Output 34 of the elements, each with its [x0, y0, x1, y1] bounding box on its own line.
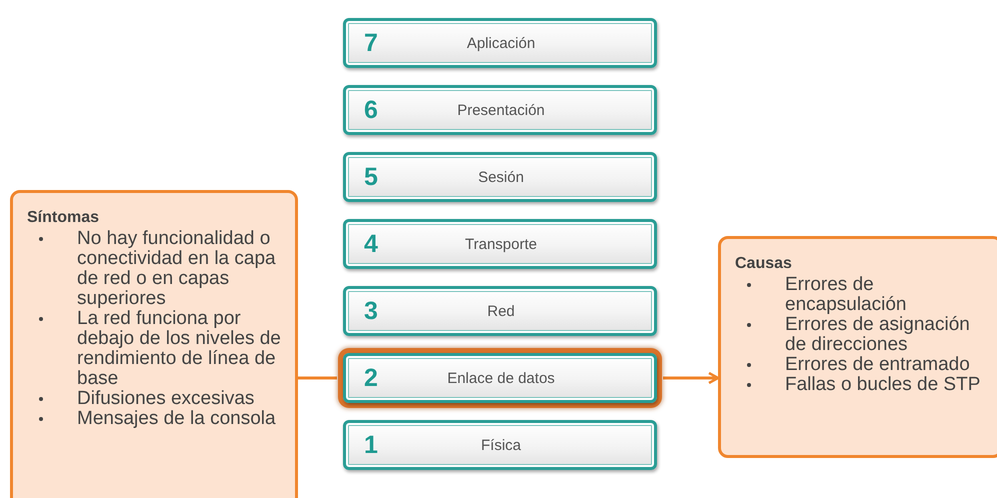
layer-name: Transporte [464, 236, 538, 252]
layer-name: Presentación [456, 102, 546, 118]
bullet-item: Errores de encapsulación [785, 274, 906, 315]
info-panel [10, 190, 298, 498]
bullet-item: Errores de asignación de direcciones [785, 314, 970, 355]
layer-name: Aplicación [466, 34, 536, 52]
layer-number: 4 [363, 230, 379, 258]
bullet-item: Difusiones excesivas [77, 388, 254, 409]
osi-layer-box [343, 286, 657, 336]
bullet-item: Errores de entramado [785, 354, 970, 375]
arrow [663, 372, 720, 384]
layer-name: Enlace de datos [446, 370, 556, 386]
layer-name: Física [480, 436, 522, 454]
layer-number: 1 [363, 430, 379, 460]
osi-layer-box [343, 219, 657, 269]
layer-number: 3 [363, 296, 379, 326]
layer-number: 5 [363, 162, 379, 192]
osi-layer-box [343, 152, 657, 202]
panel-heading: Causas [735, 255, 793, 273]
layer-name: Red [486, 302, 516, 320]
osi-layer-box [343, 85, 657, 135]
layer-name: Sesión [477, 168, 525, 186]
bullet-item: La red funciona por debajo de los niveles de rendimiento de línea de base [77, 308, 281, 389]
bullet-item: No hay funcionalidad o conectividad en la capa de red o en capas superiores [77, 228, 276, 309]
info-panel [718, 236, 997, 458]
bullet-item: Mensajes de la consola [77, 408, 276, 429]
connector-line [298, 376, 337, 380]
layer-number: 6 [363, 96, 379, 124]
bullet-item: Fallas o bucles de STP [785, 374, 980, 395]
layer-number: 2 [363, 364, 379, 392]
panel-heading: Síntomas [27, 209, 100, 227]
layer-number: 7 [363, 28, 379, 58]
osi-layer-box [343, 18, 657, 68]
osi-layer-box [343, 420, 657, 470]
